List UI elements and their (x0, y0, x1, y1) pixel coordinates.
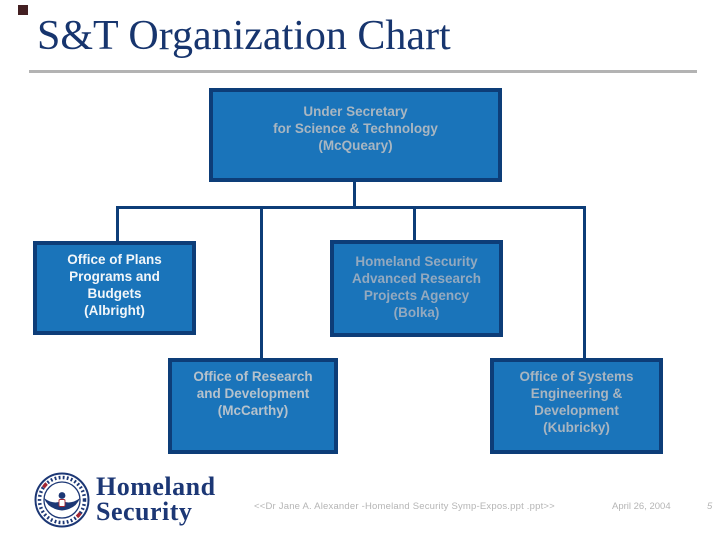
title-divider (29, 70, 697, 73)
connector-drop-research (260, 206, 263, 358)
connector-top-vertical (353, 178, 356, 209)
connector-drop-systems (583, 206, 586, 358)
dhs-seal-icon (34, 472, 90, 528)
org-node-systems-engineering: Office of Systems Engineering & Developm… (490, 358, 663, 454)
org-node-research-label: Office of Research and Development (McCa… (193, 369, 313, 418)
org-node-research-development: Office of Research and Development (McCa… (168, 358, 338, 454)
org-node-hsarpa: Homeland Security Advanced Research Proj… (330, 240, 503, 337)
org-node-plans-programs-budgets: Office of Plans Programs and Budgets (Al… (33, 241, 196, 335)
connector-horizontal-bus (116, 206, 586, 209)
footer-citation: <<Dr Jane A. Alexander -Homeland Securit… (254, 501, 555, 512)
slide-accent-square (18, 5, 28, 15)
org-node-systems-label: Office of Systems Engineering & Developm… (519, 369, 634, 435)
slide-title: S&T Organization Chart (37, 13, 451, 59)
org-node-under-secretary: Under Secretary for Science & Technology… (209, 88, 502, 182)
org-node-under-secretary-label: Under Secretary for Science & Technology… (273, 104, 438, 153)
homeland-security-wordmark: Homeland Security (96, 472, 216, 526)
wordmark-line2: Security (96, 497, 193, 526)
wordmark-line1: Homeland (96, 472, 216, 501)
connector-drop-hsarpa (413, 206, 416, 242)
connector-drop-plans (116, 206, 119, 243)
footer-date: April 26, 2004 (612, 501, 671, 512)
org-node-hsarpa-label: Homeland Security Advanced Research Proj… (351, 254, 482, 320)
footer-page-number: 5 (707, 501, 713, 512)
org-node-plans-label: Office of Plans Programs and Budgets (Al… (67, 252, 162, 318)
